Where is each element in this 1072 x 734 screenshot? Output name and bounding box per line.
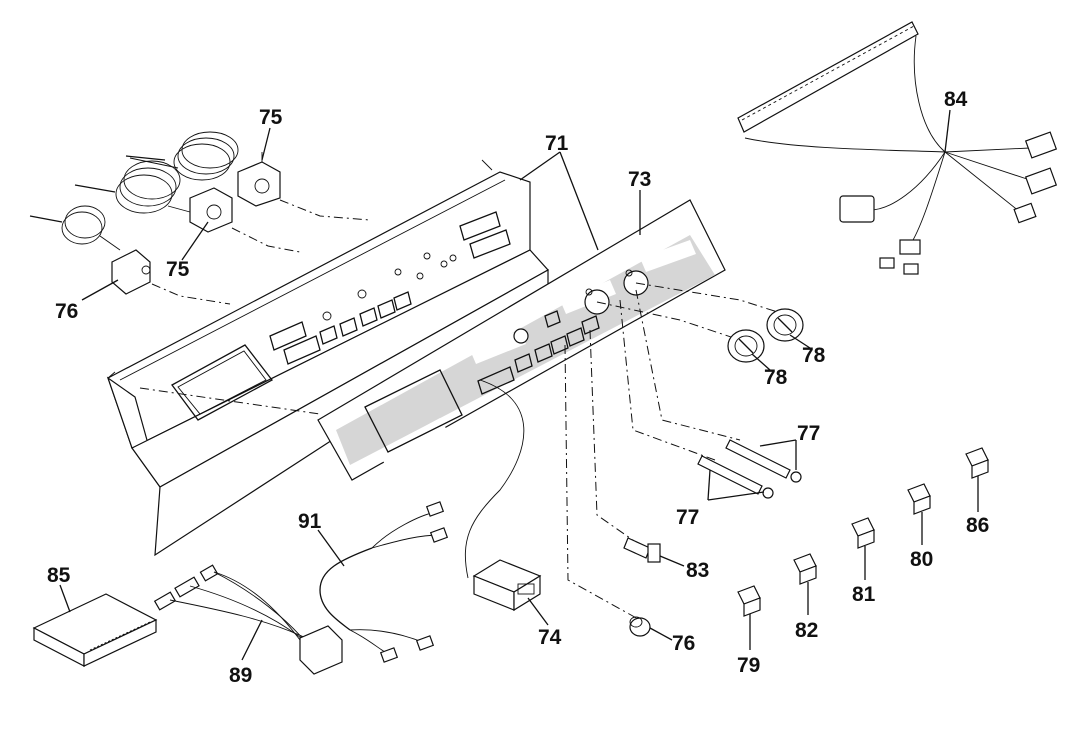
callout-78-front: 78 [764, 366, 788, 389]
callout-80: 80 [910, 548, 933, 571]
control-knob-rear [766, 308, 804, 342]
callout-91: 91 [298, 510, 322, 533]
timer-display-module [464, 379, 542, 612]
callout-81: 81 [852, 583, 876, 606]
callout-78-rear: 78 [802, 344, 826, 367]
switch-80 [907, 483, 931, 515]
sensor-cable [319, 501, 449, 663]
callout-74: 74 [538, 626, 562, 649]
leader-lines [59, 109, 979, 661]
indicator-lamp [623, 537, 661, 563]
switch-86 [965, 447, 989, 479]
callout-77-lower: 77 [676, 506, 699, 529]
switch-79 [737, 585, 761, 617]
control-board [32, 593, 158, 667]
callout-76-timer: 76 [55, 300, 78, 323]
knob-shaft-lower [697, 455, 774, 499]
callout-77-upper: 77 [797, 422, 820, 445]
callout-89: 89 [229, 664, 252, 687]
callout-71: 71 [545, 132, 569, 155]
callout-75-upper: 75 [259, 106, 283, 129]
callout-79: 79 [737, 654, 760, 677]
control-knob-front [727, 329, 765, 363]
timer-unit [29, 205, 151, 295]
switch-82 [793, 553, 817, 585]
switch-81 [851, 517, 875, 549]
lamp-cap [629, 616, 651, 637]
callout-83: 83 [686, 559, 709, 582]
callout-76-cap: 76 [672, 632, 695, 655]
callout-86: 86 [966, 514, 989, 537]
wiring-loom [153, 564, 343, 675]
thermostat-lower [74, 160, 233, 233]
callout-82: 82 [795, 619, 818, 642]
callout-85: 85 [47, 564, 71, 587]
callout-labels: 71 73 74 75 75 76 76 77 77 78 78 79 80 8… [47, 88, 989, 687]
wiring-harness-main [737, 21, 1058, 275]
assembly-guide-lines [139, 199, 791, 621]
thermostat-upper [125, 131, 281, 207]
callout-84: 84 [944, 88, 968, 111]
callout-75-lower: 75 [166, 258, 190, 281]
front-fascia-panel [317, 199, 726, 481]
knob-shaft-upper [725, 439, 802, 483]
callout-73: 73 [628, 168, 651, 191]
